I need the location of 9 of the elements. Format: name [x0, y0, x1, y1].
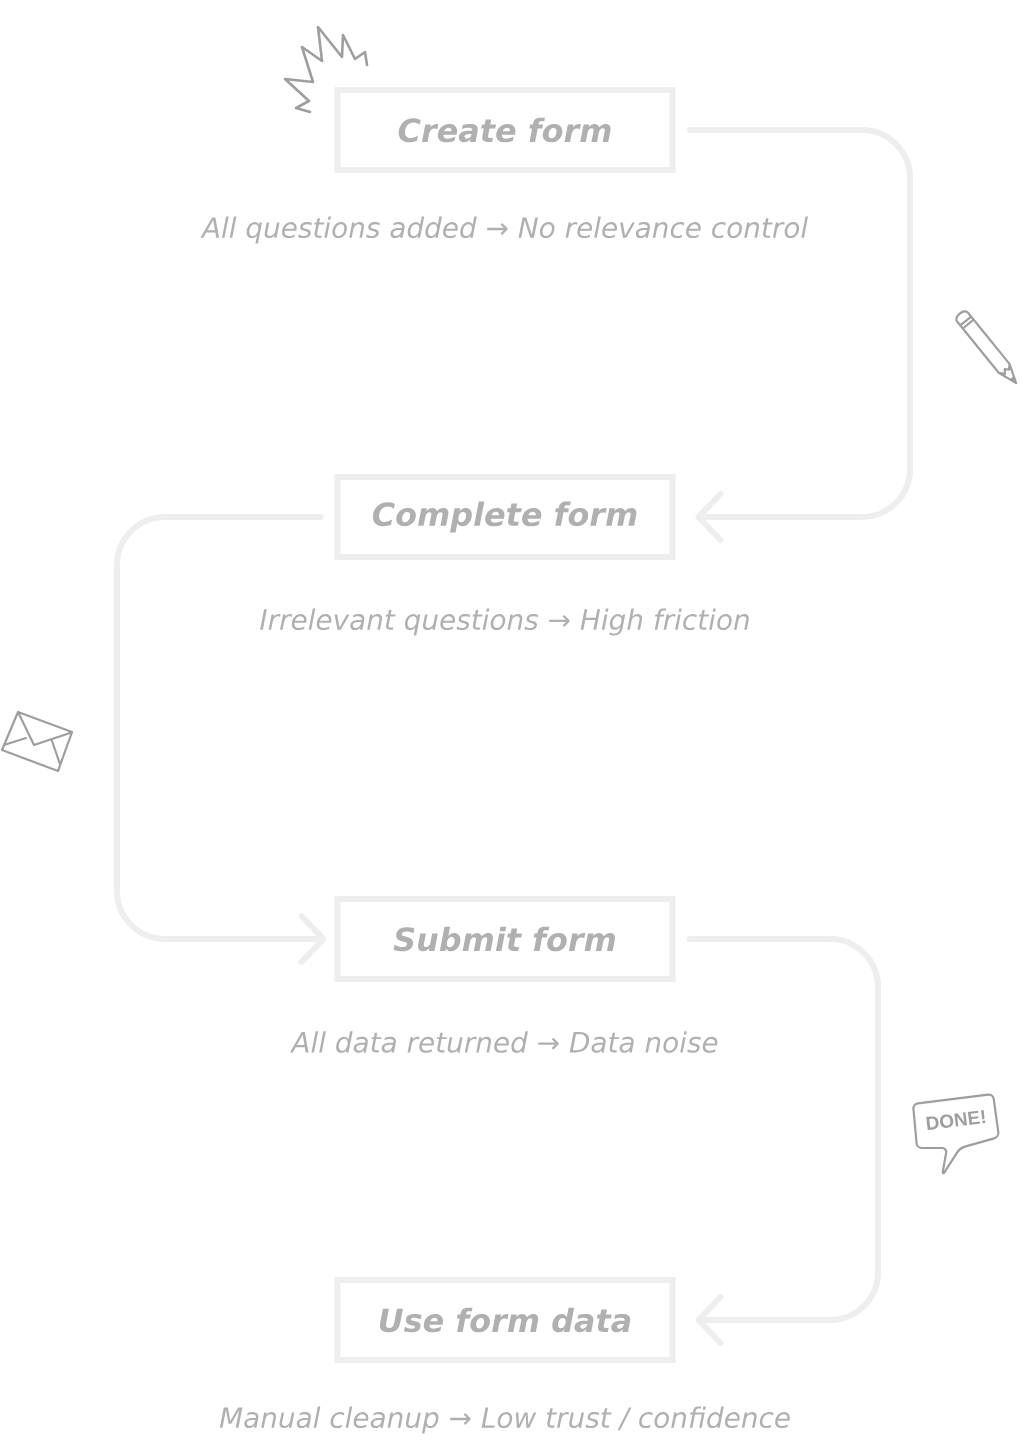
process-box: Complete form	[334, 474, 676, 560]
process-box: Submit form	[334, 896, 676, 982]
speech-bubble: DONE!	[912, 1093, 1000, 1175]
process-box: Use form data	[334, 1277, 676, 1363]
process-box: Create form	[334, 87, 676, 173]
caption-text: Manual cleanup → Low trust / confidence	[219, 1406, 790, 1434]
caption-text: All data returned → Data noise	[289, 1031, 718, 1053]
caption-text: All questions added → No relevance control	[200, 216, 808, 244]
caption-text: Irrelevant questions → High friction	[260, 608, 749, 636]
